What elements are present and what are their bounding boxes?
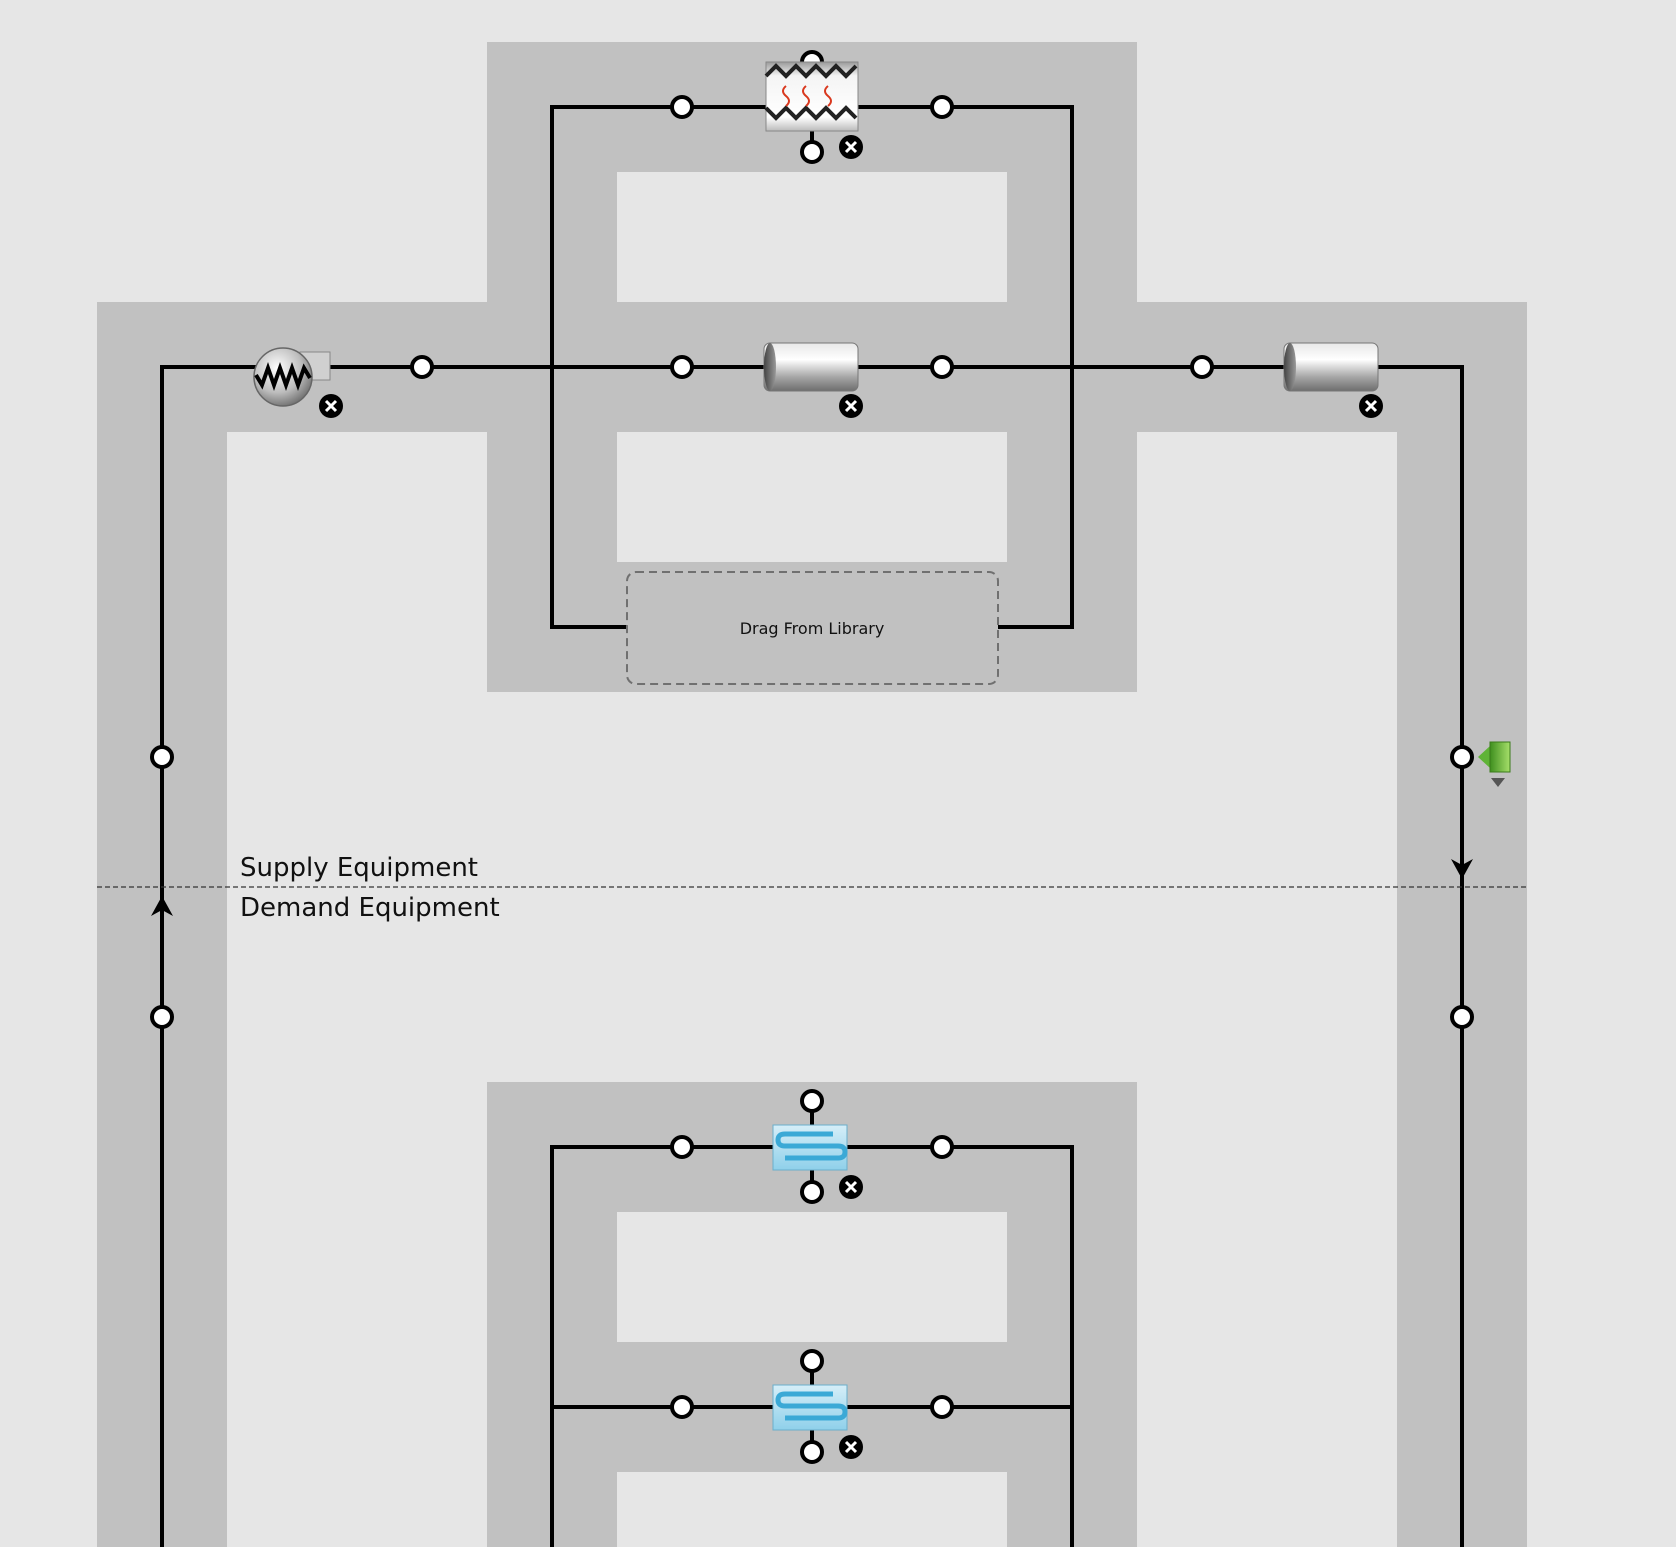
node[interactable] (930, 1135, 954, 1159)
setpoint-manager-icon[interactable] (1478, 741, 1511, 773)
remove-bypass-pipe-button[interactable] (839, 394, 863, 418)
node[interactable] (150, 1005, 174, 1029)
node[interactable] (670, 355, 694, 379)
flow-arrow-up-icon (151, 896, 173, 916)
node[interactable] (800, 1440, 824, 1464)
node[interactable] (1450, 1005, 1474, 1029)
bypass-pipe-icon[interactable] (763, 342, 859, 392)
node[interactable] (930, 95, 954, 119)
node[interactable] (670, 1135, 694, 1159)
remove-buttons (319, 135, 1383, 1459)
setpoint-dropdown-icon[interactable] (1491, 778, 1505, 787)
dropzone-label: Drag From Library (740, 619, 885, 638)
node[interactable] (930, 1395, 954, 1419)
node[interactable] (800, 1349, 824, 1373)
node-group (150, 50, 1474, 1464)
node[interactable] (1190, 355, 1214, 379)
node[interactable] (150, 745, 174, 769)
outlet-pipe-icon[interactable] (1283, 342, 1379, 392)
node[interactable] (800, 1180, 824, 1204)
node[interactable] (800, 1089, 824, 1113)
pump-icon[interactable] (253, 347, 331, 407)
node[interactable] (670, 95, 694, 119)
heating-coil-icon[interactable] (772, 1124, 848, 1171)
node[interactable] (800, 140, 824, 164)
heating-coil-icon[interactable] (772, 1384, 848, 1431)
remove-outlet-pipe-button[interactable] (1359, 394, 1383, 418)
remove-boiler-button[interactable] (839, 135, 863, 159)
node[interactable] (1450, 745, 1474, 769)
drag-from-library-dropzone[interactable]: Drag From Library (626, 571, 999, 685)
loop-bands (97, 42, 1527, 1547)
remove-pump-button[interactable] (319, 394, 343, 418)
remove-coil-2-button[interactable] (839, 1435, 863, 1459)
supply-equipment-label: Supply Equipment (240, 853, 478, 883)
flow-arrow-down-icon (1451, 859, 1473, 879)
node[interactable] (410, 355, 434, 379)
node[interactable] (670, 1395, 694, 1419)
boiler-icon[interactable] (764, 61, 859, 132)
remove-coil-1-button[interactable] (839, 1175, 863, 1199)
demand-equipment-label: Demand Equipment (240, 893, 500, 923)
node[interactable] (930, 355, 954, 379)
